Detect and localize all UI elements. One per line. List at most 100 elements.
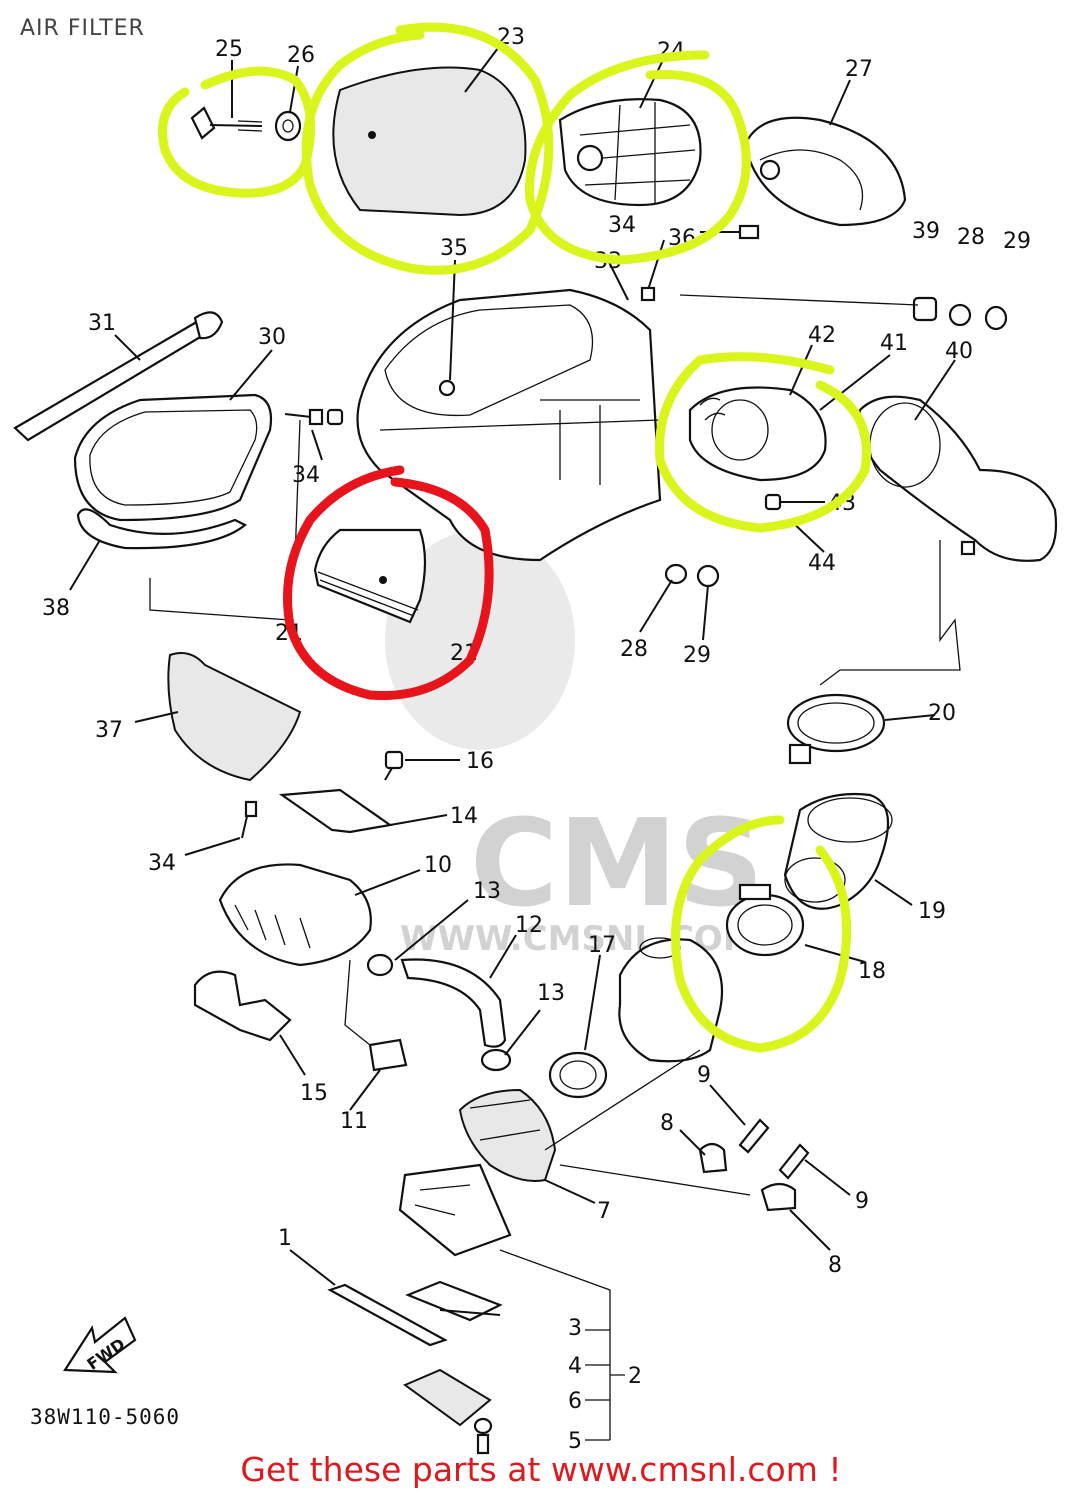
part-13-clamp-c — [548, 1051, 608, 1099]
label-37: 37 — [95, 718, 123, 743]
label-4: 4 — [568, 1354, 582, 1379]
label-10: 10 — [424, 853, 452, 878]
label-34-lower: 34 — [148, 851, 176, 876]
label-5: 5 — [568, 1429, 582, 1454]
part-14-bracket — [278, 788, 393, 834]
part-28-washer-mid — [664, 563, 688, 585]
part-18-clamp — [725, 883, 805, 957]
highlight-21 — [283, 465, 494, 701]
part-19-joint — [783, 792, 893, 910]
label-44: 44 — [808, 551, 836, 576]
label-29-top: 29 — [1003, 229, 1031, 254]
label-28-top: 28 — [957, 225, 985, 250]
label-25: 25 — [215, 37, 243, 62]
label-1: 1 — [278, 1226, 292, 1251]
label-17: 17 — [588, 933, 616, 958]
label-29-mid: 29 — [683, 643, 711, 668]
label-2: 2 — [628, 1364, 642, 1389]
label-9a: 9 — [697, 1063, 711, 1088]
part-1-gasket — [327, 1283, 448, 1347]
label-11: 11 — [340, 1109, 368, 1134]
highlight-23 — [301, 22, 554, 275]
part-26-washer — [274, 110, 302, 142]
part-11-label — [368, 1038, 408, 1072]
part-39-nut — [912, 296, 938, 322]
part-12-hose — [400, 958, 507, 1048]
part-8-nut-a — [698, 1142, 728, 1174]
fwd-arrow-icon: FWD — [63, 1316, 137, 1374]
part-8-nut-b — [760, 1182, 797, 1212]
part-41-joint — [688, 386, 827, 482]
label-9b: 9 — [855, 1189, 869, 1214]
label-7: 7 — [597, 1199, 611, 1224]
footer-link[interactable]: Get these parts at www.cmsnl.com ! — [240, 1450, 842, 1489]
label-42: 42 — [808, 323, 836, 348]
label-8b: 8 — [828, 1253, 842, 1278]
yellow-highlights — [158, 22, 871, 1053]
part-34-screw-left — [284, 408, 344, 426]
page-title: AIR FILTER — [20, 16, 145, 41]
red-highlight — [283, 465, 494, 701]
label-8a: 8 — [660, 1111, 674, 1136]
label-31: 31 — [88, 311, 116, 336]
highlight-41-42 — [655, 352, 871, 533]
part-38-seal — [76, 508, 247, 550]
label-6: 6 — [568, 1389, 582, 1414]
label-27: 27 — [845, 57, 873, 82]
part-29-nut-mid — [696, 564, 720, 588]
label-28-mid: 28 — [620, 637, 648, 662]
part-30-gasket — [73, 393, 273, 522]
part-9-screw-b — [778, 1143, 810, 1180]
part-6-washer — [473, 1417, 493, 1435]
part-13-clamp-a — [366, 953, 394, 977]
part-10-box — [218, 863, 372, 967]
part-43-screw — [764, 493, 825, 511]
label-41: 41 — [880, 331, 908, 356]
label-39: 39 — [912, 219, 940, 244]
label-26: 26 — [287, 43, 315, 68]
label-38: 38 — [42, 596, 70, 621]
part-15-bracket — [193, 970, 292, 1042]
label-14: 14 — [450, 804, 478, 829]
part-28-washer-top — [948, 303, 972, 327]
highlight-18-17 — [671, 815, 852, 1053]
highlight-24 — [525, 50, 751, 265]
part-labels: 25 26 23 24 27 34 36 35 33 39 28 29 31 3… — [42, 25, 1031, 1454]
part-7-manifold — [458, 1088, 557, 1182]
label-18: 18 — [858, 959, 886, 984]
part-16-bolt — [384, 750, 404, 781]
watermark-logo: CMS — [470, 795, 764, 934]
label-3: 3 — [568, 1316, 582, 1341]
label-34-top: 34 — [608, 213, 636, 238]
label-30: 30 — [258, 325, 286, 350]
part-5-screw — [476, 1433, 490, 1455]
part-27-cover — [743, 116, 907, 227]
label-13a: 13 — [473, 879, 501, 904]
part-31-band — [13, 311, 224, 442]
label-19: 19 — [918, 899, 946, 924]
label-40: 40 — [945, 339, 973, 364]
part-29-nut-top — [984, 305, 1008, 331]
part-37-cover — [167, 652, 302, 782]
label-15: 15 — [300, 1081, 328, 1106]
label-13b: 13 — [537, 981, 565, 1006]
part-20-clamp — [786, 693, 886, 765]
part-21-cap — [313, 528, 427, 624]
part-24-element-cage — [558, 98, 702, 207]
label-16: 16 — [466, 749, 494, 774]
part-17-joint — [618, 937, 724, 1063]
part-40-duct — [858, 395, 1058, 562]
part-4-stopper — [402, 1368, 492, 1427]
air-filter-case — [356, 288, 662, 562]
label-20: 20 — [928, 701, 956, 726]
label-34-mid: 34 — [292, 463, 320, 488]
part-23-filter-element — [332, 66, 527, 217]
part-reed-valve-assembly — [398, 1163, 512, 1257]
part-25-bolt — [190, 106, 263, 140]
drawing-code: 38W110-5060 — [30, 1405, 181, 1429]
part-9-screw-a — [738, 1118, 770, 1154]
highlight-25-26 — [158, 66, 316, 198]
label-35: 35 — [440, 236, 468, 261]
part-13-clamp-b — [480, 1048, 512, 1072]
